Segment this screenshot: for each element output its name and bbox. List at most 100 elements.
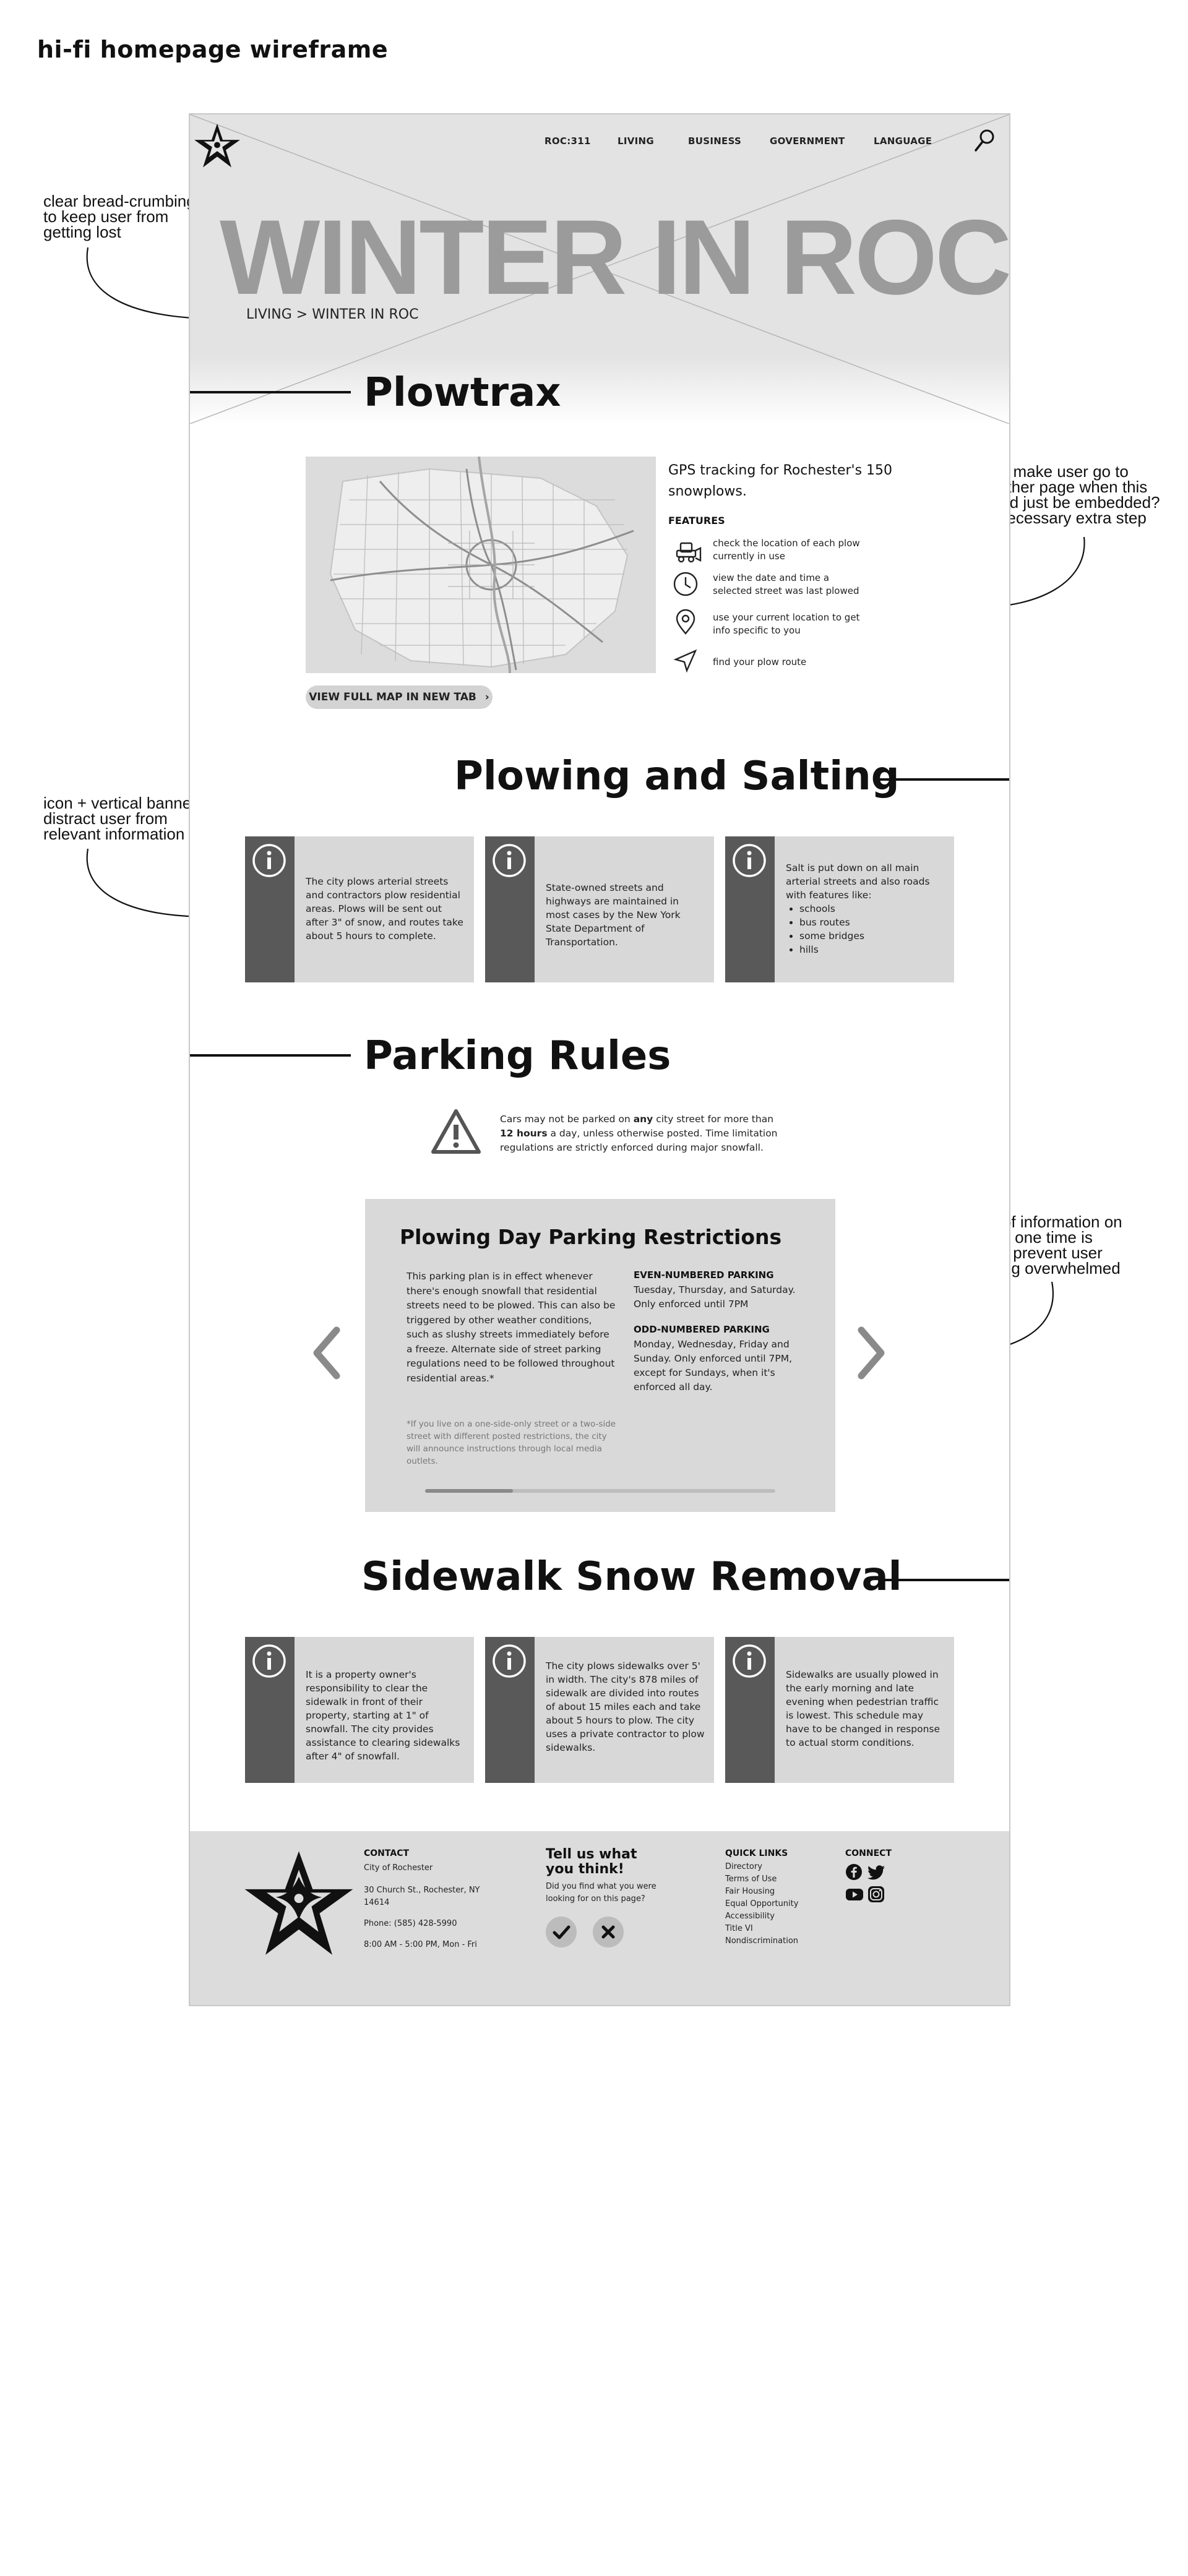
- plowtrax-map[interactable]: [306, 457, 656, 673]
- twitter-icon[interactable]: [867, 1863, 885, 1881]
- carousel-progress-fill: [425, 1489, 513, 1493]
- contact-hours: 8:00 AM - 5:00 PM, Mon - Fri: [364, 1940, 477, 1949]
- contact-org: City of Rochester: [364, 1863, 433, 1873]
- quick-link-title-vi[interactable]: Title VI: [725, 1924, 753, 1933]
- contact-heading: CONTACT: [364, 1848, 410, 1858]
- card-text: The city plows arterial streets and cont…: [306, 876, 463, 942]
- plowtrax-description: GPS tracking for Rochester's 150 snowplo…: [668, 463, 893, 499]
- parking-notice: Cars may not be parked on any city stree…: [500, 1112, 778, 1155]
- chevron-right-icon: ›: [484, 691, 489, 703]
- odd-parking-text: Monday, Wednesday, Friday and Sunday. On…: [634, 1339, 792, 1393]
- card-text: The city plows sidewalks over 5' in widt…: [546, 1660, 705, 1753]
- carousel-progress[interactable]: [425, 1489, 775, 1493]
- plowtrax-heading: Plowtrax: [364, 370, 561, 416]
- nav-living[interactable]: LIVING: [618, 135, 654, 147]
- notice-text: city street for more than: [653, 1114, 774, 1125]
- youtube-icon[interactable]: [845, 1886, 863, 1903]
- card-text-intro: Salt is put down on all main arterial st…: [786, 862, 930, 901]
- search-icon[interactable]: [973, 128, 996, 153]
- city-logo-large: [241, 1847, 356, 1962]
- quick-link-accessibility[interactable]: Accessibility: [725, 1912, 775, 1921]
- carousel-title: Plowing Day Parking Restrictions: [400, 1225, 782, 1249]
- feedback-question: Did you find what you were looking for o…: [546, 1882, 656, 1904]
- info-card: The city plows sidewalks over 5' in widt…: [485, 1637, 714, 1783]
- breadcrumb[interactable]: LIVING > WINTER IN ROC: [246, 307, 419, 322]
- list-item: bus routes: [799, 916, 945, 929]
- even-parking-text: Tuesday, Thursday, and Saturday. Only en…: [634, 1284, 796, 1310]
- info-card: Salt is put down on all main arterial st…: [725, 836, 954, 982]
- notice-text: a day, unless otherwise posted. Time lim…: [500, 1128, 778, 1153]
- map-pin-icon: [672, 609, 699, 636]
- warning-icon: [429, 1107, 483, 1156]
- nav-roc311[interactable]: ROC:311: [544, 135, 591, 147]
- city-logo[interactable]: [192, 121, 243, 171]
- quick-link-nondiscrimination[interactable]: Nondiscrimination: [725, 1936, 799, 1946]
- quick-link-directory[interactable]: Directory: [725, 1862, 762, 1871]
- hero-banner: [190, 114, 1009, 424]
- section-rule: [878, 1579, 1009, 1581]
- info-card: The city plows arterial streets and cont…: [245, 836, 474, 982]
- contact-phone[interactable]: Phone: (585) 428-5990: [364, 1919, 457, 1928]
- card-text: Sidewalks are usually plowed in the earl…: [786, 1669, 940, 1748]
- odd-parking-heading: ODD-NUMBERED PARKING: [634, 1324, 770, 1335]
- clock-icon: [672, 570, 699, 598]
- facebook-icon[interactable]: [845, 1863, 863, 1881]
- feature-text: find your plow route: [713, 656, 807, 668]
- nav-language[interactable]: LANGUAGE: [874, 135, 932, 147]
- parking-heading: Parking Rules: [364, 1033, 671, 1079]
- page-title: hi-fi homepage wireframe: [37, 36, 389, 63]
- feedback-yes-button[interactable]: [546, 1917, 577, 1947]
- salt-feature-list: schools bus routes some bridges hills: [786, 902, 945, 956]
- carousel-body: This parking plan is in effect whenever …: [407, 1271, 616, 1384]
- instagram-icon[interactable]: [867, 1886, 885, 1903]
- quick-link-terms[interactable]: Terms of Use: [725, 1874, 777, 1884]
- card-text: State-owned streets and highways are mai…: [546, 882, 681, 948]
- list-item: schools: [799, 902, 945, 916]
- carousel-prev-button[interactable]: [309, 1325, 344, 1381]
- quick-links-heading: QUICK LINKS: [725, 1848, 788, 1858]
- card-text: It is a property owner's responsibility …: [306, 1669, 460, 1762]
- chevron-left-icon: [313, 1326, 340, 1380]
- carousel-next-button[interactable]: [854, 1325, 889, 1381]
- nav-business[interactable]: BUSINESS: [688, 135, 742, 147]
- info-icon: [491, 1643, 527, 1679]
- info-icon: [251, 843, 287, 878]
- feature-text: view the date and time a selected street…: [713, 572, 859, 596]
- info-card: It is a property owner's responsibility …: [245, 1637, 474, 1783]
- card-text: Salt is put down on all main arterial st…: [786, 861, 945, 956]
- info-card: Sidewalks are usually plowed in the earl…: [725, 1637, 954, 1783]
- feedback-heading: Tell us what you think!: [546, 1847, 637, 1877]
- image-placeholder-cross: [190, 114, 1009, 424]
- view-full-map-button[interactable]: VIEW FULL MAP IN NEW TAB ›: [306, 685, 493, 709]
- section-rule: [190, 391, 351, 393]
- plow-icon: [672, 537, 702, 564]
- notice-text: Cars may not be parked on: [500, 1114, 634, 1125]
- carousel-footnote: *If you live on a one-side-only street o…: [407, 1419, 616, 1466]
- annotation-banner: icon + vertical banner distract user fro…: [43, 794, 197, 843]
- quick-link-equal-opportunity[interactable]: Equal Opportunity: [725, 1899, 799, 1908]
- quick-link-fair-housing[interactable]: Fair Housing: [725, 1887, 775, 1896]
- info-icon: [251, 1643, 287, 1679]
- info-icon: [491, 843, 527, 878]
- list-item: hills: [799, 943, 945, 956]
- feature-text: use your current location to get info sp…: [713, 612, 860, 636]
- info-icon: [731, 1643, 767, 1679]
- features-heading: FEATURES: [668, 515, 725, 526]
- contact-address: 30 Church St., Rochester, NY 14614: [364, 1886, 480, 1907]
- view-full-map-label: VIEW FULL MAP IN NEW TAB: [309, 691, 476, 703]
- plowing-heading: Plowing and Salting: [454, 753, 900, 799]
- info-icon: [731, 843, 767, 878]
- annotation-breadcrumb: clear bread-crumbing to keep user from g…: [43, 192, 196, 241]
- checkmark-icon: [553, 1925, 570, 1939]
- feedback-no-button[interactable]: [593, 1917, 624, 1947]
- nav-government[interactable]: GOVERNMENT: [770, 135, 845, 147]
- list-item: some bridges: [799, 929, 945, 943]
- even-parking-heading: EVEN-NUMBERED PARKING: [634, 1269, 774, 1281]
- parking-carousel[interactable]: [365, 1199, 835, 1512]
- footer: [190, 1831, 1009, 2005]
- notice-emphasis: any: [633, 1114, 653, 1125]
- navigation-arrow-icon: [672, 647, 699, 674]
- section-rule: [878, 778, 1009, 781]
- x-icon: [601, 1925, 615, 1939]
- hero-title: WINTER IN ROC: [220, 198, 1012, 317]
